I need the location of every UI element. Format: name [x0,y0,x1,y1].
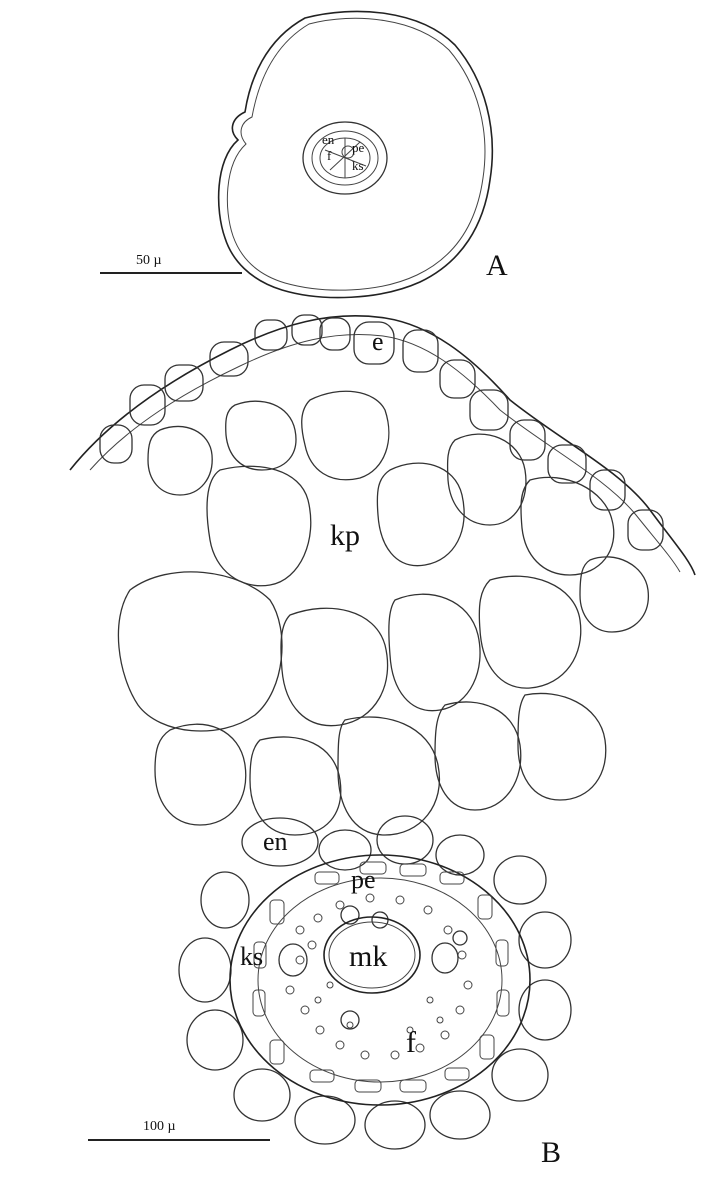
pericycle-cell [480,1035,494,1059]
pericycle-cell [315,872,339,884]
scale-label-b: 100 µ [143,1119,176,1134]
label-b-mk: mk [349,940,387,973]
panel-a-small-section: en pe f ks 50 µ A [100,11,508,297]
endodermal-cell [201,872,249,928]
label-b-ks: ks [240,942,263,971]
pericycle-outer-ring [230,855,530,1105]
parenchyma-cell [580,557,648,632]
parenchyma-cell [435,702,521,810]
endodermal-cell [494,856,546,904]
xylem-vessel [453,931,467,945]
xylem-vessel [279,944,307,976]
scale-label-a: 50 µ [136,253,162,268]
panel-b-detailed-section: e kp en pe ks mk f 100 µ B [70,315,695,1169]
epidermal-cell [403,330,438,372]
parenchyma-cell [207,466,311,586]
parenchyma-cell [148,426,212,495]
pericycle-inner-ring [258,878,502,1082]
pericycle-cell [310,1070,334,1082]
epidermal-cell [440,360,475,398]
parenchyma-cell [281,608,388,725]
endodermal-cell [519,912,571,968]
endodermal-cell [179,938,231,1002]
pericycle-cell [270,900,284,924]
endodermal-cell [436,835,484,875]
parenchyma-cell [518,693,606,800]
epidermal-cell [255,320,287,350]
label-b-f: f [406,1026,416,1059]
xylem-vessel [432,943,458,973]
parenchyma-cell [155,724,246,825]
label-b-kp: kp [330,519,360,552]
label-b-en: en [263,827,288,856]
pericycle-cell [478,895,492,919]
pericycle-cell [270,1040,284,1064]
parenchyma-cell [521,477,614,575]
xylem-vessel [372,912,388,928]
label-a-f: f [327,148,332,163]
pericycle-cell [445,1068,469,1080]
parenchyma-cell [118,572,282,731]
cortical-parenchyma-cells [118,391,648,835]
endodermal-cell [492,1049,548,1101]
parenchyma-cell [479,576,580,688]
label-a-ks: ks [352,158,364,173]
parenchyma-cell [226,401,296,470]
epidermal-cell [628,510,663,550]
label-a-en: en [322,132,335,147]
endodermal-cell [187,1010,243,1070]
epidermal-cell [590,470,625,510]
pericycle-cell [400,1080,426,1092]
endodermal-cell [319,830,371,870]
label-b-e: e [372,327,384,356]
parenchyma-cell [448,434,526,525]
endodermal-cell [430,1091,490,1139]
epidermal-cell [510,420,545,460]
parenchyma-cell [377,463,464,566]
endodermal-cell [519,980,571,1040]
pericycle-cells [253,862,509,1092]
parenchyma-cell [338,717,439,835]
parenchyma-cell [302,391,389,479]
endodermal-cell [234,1069,290,1121]
epidermal-cell [320,318,350,350]
parenchyma-cell [389,594,480,710]
endodermal-cell [295,1096,355,1144]
xylem-vessel [341,1011,359,1029]
endodermal-cell [365,1101,425,1149]
label-b-pe: pe [351,865,376,894]
phloem-tissue [286,894,472,1059]
epidermal-cell [470,390,508,430]
label-a-pe: pe [352,140,365,155]
panel-letter-b: B [541,1136,561,1169]
pericycle-cell [400,864,426,876]
panel-letter-a: A [486,249,508,282]
